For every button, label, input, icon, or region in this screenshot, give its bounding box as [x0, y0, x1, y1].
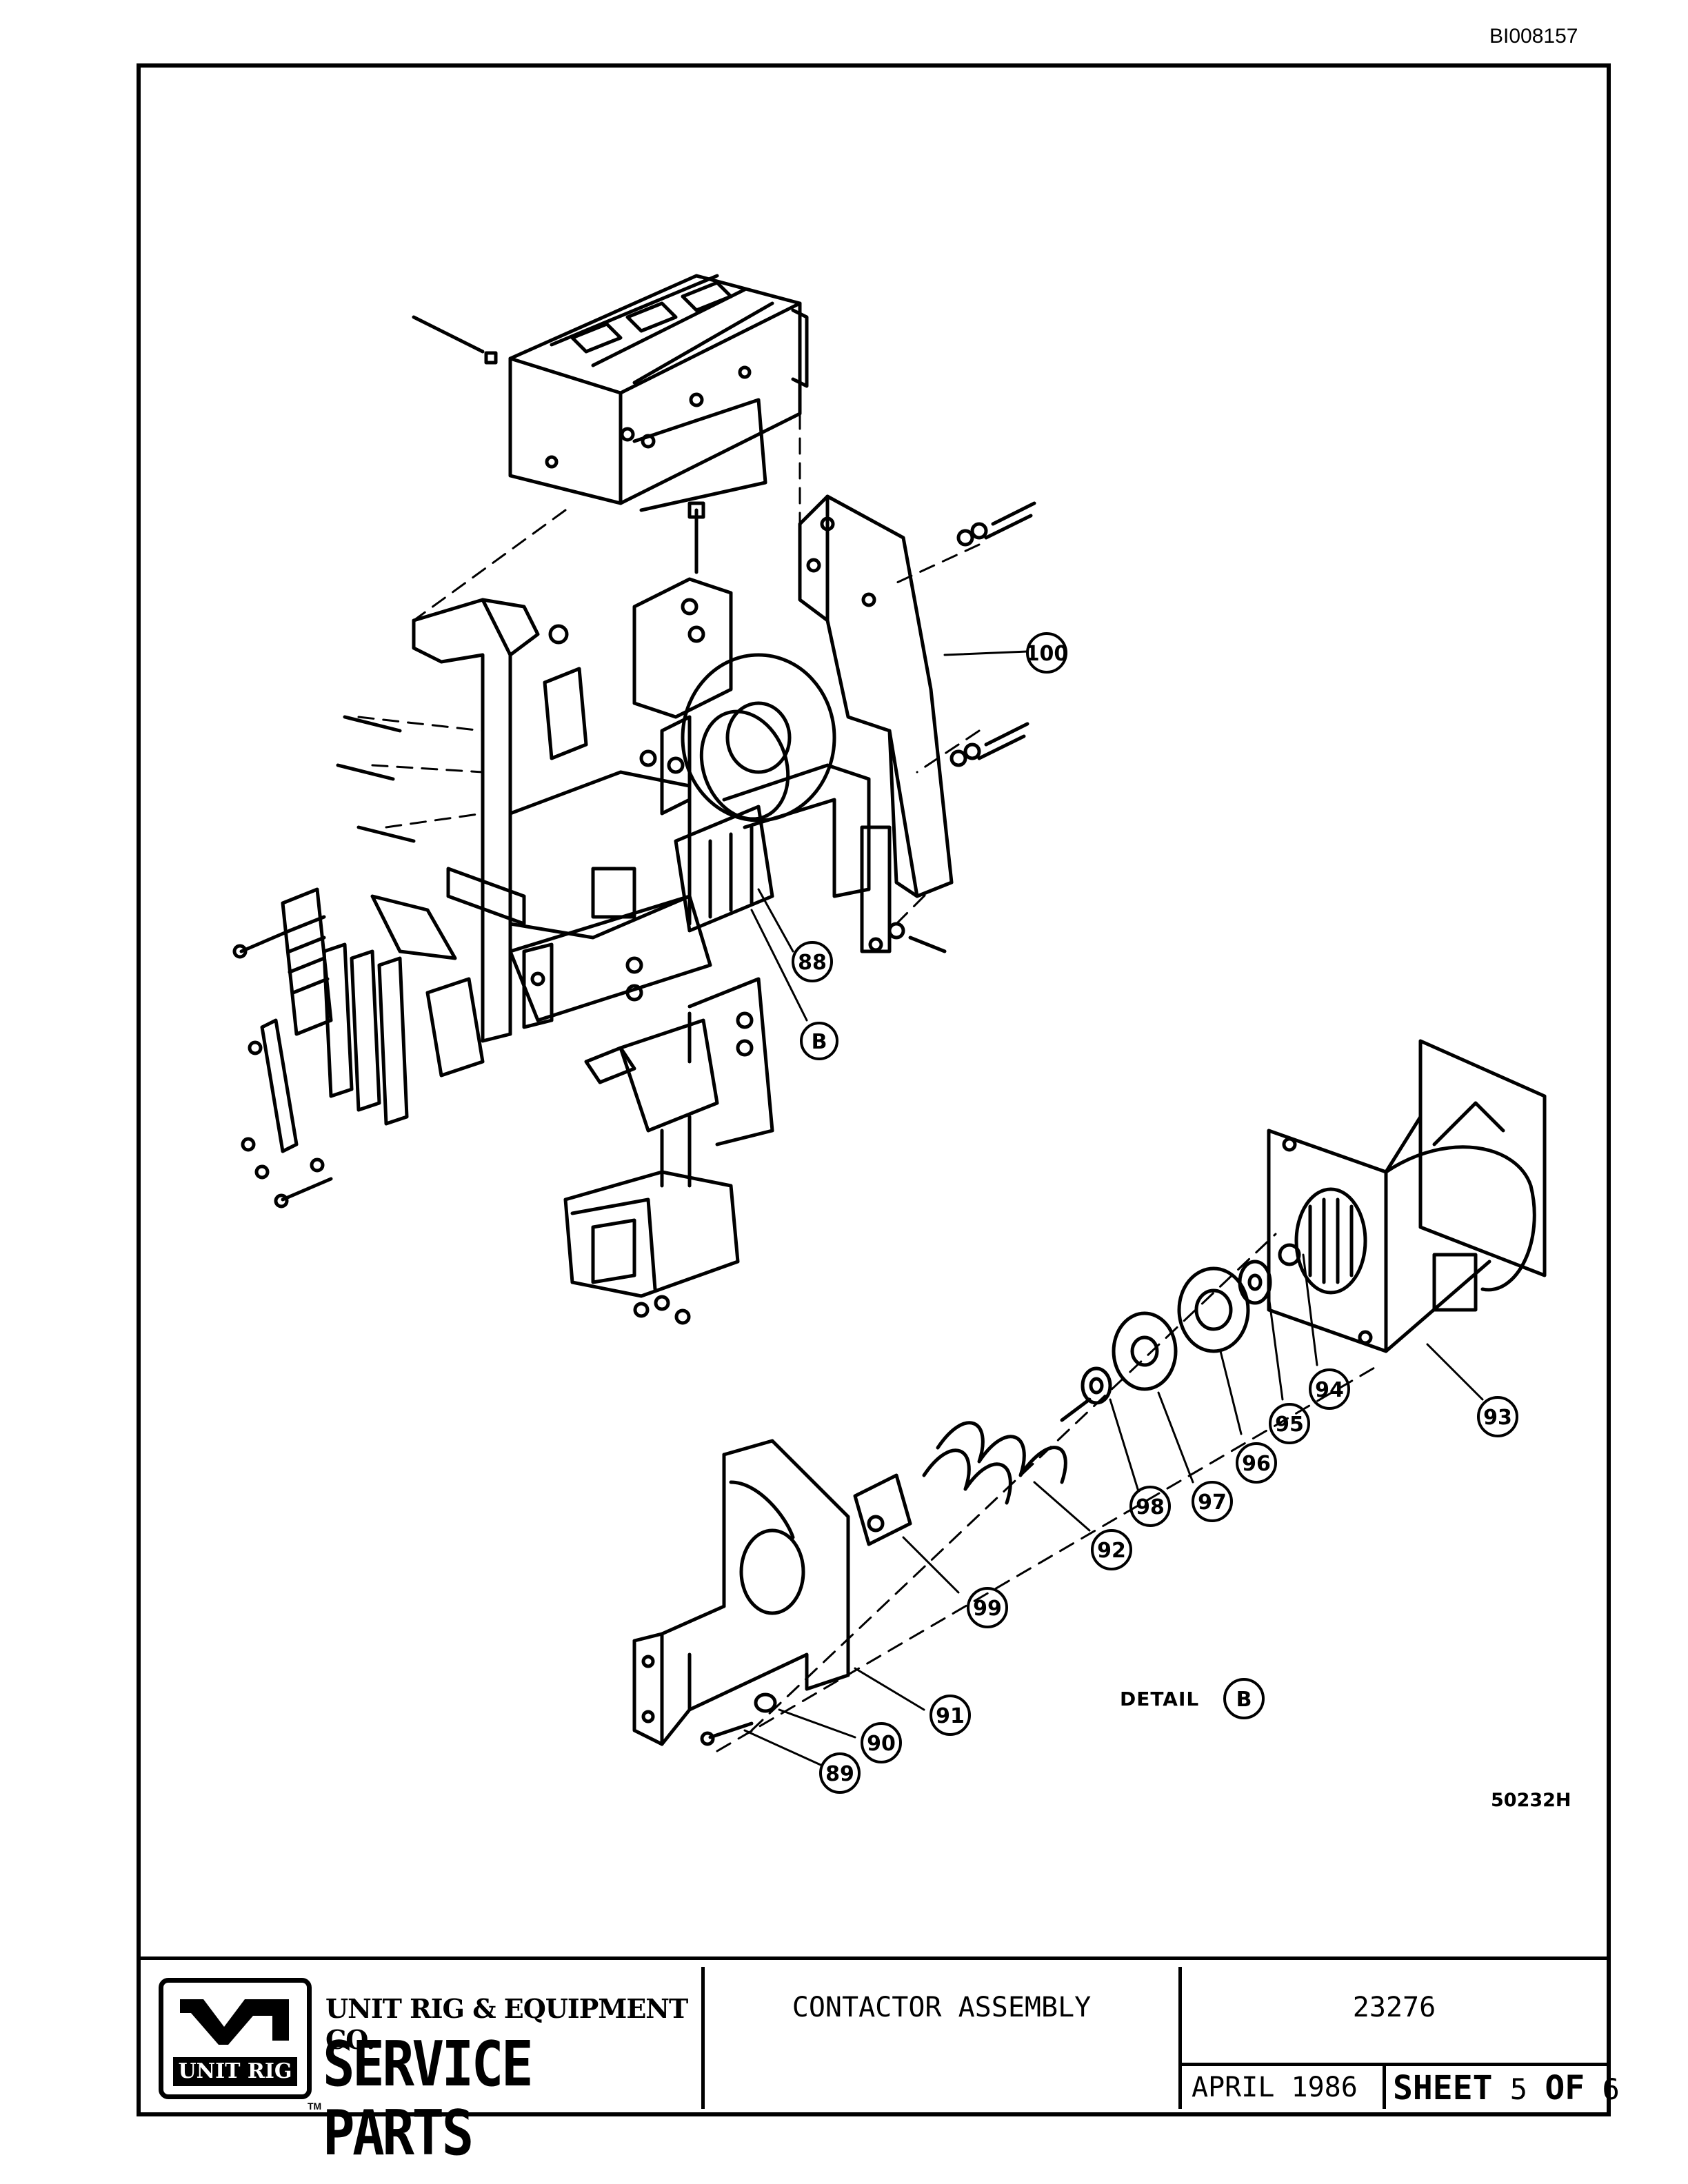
arc-chute-housing — [412, 274, 809, 512]
callout-89: 89 — [825, 1762, 854, 1786]
callout-95: 95 — [1275, 1413, 1304, 1437]
part-number: 23276 — [1352, 1992, 1436, 2023]
micro-switch — [563, 1170, 740, 1325]
company-name: UNIT RIG & EQUIPMENT CO. — [325, 1993, 688, 2055]
sheet-label: SHEET — [1393, 2069, 1493, 2107]
part-number-cell: 23276 — [1182, 1967, 1607, 2066]
callout-b-detail: B — [1236, 1688, 1252, 1712]
callout-96: 96 — [1242, 1452, 1271, 1476]
of-label: OF — [1545, 2069, 1585, 2107]
bolts-and-washers — [232, 501, 1036, 1209]
leader-lines — [743, 650, 1484, 1766]
callout-100: 100 — [1025, 642, 1069, 666]
date-cell: APRIL 1986 — [1182, 2066, 1386, 2109]
sheet-info: SHEET 5 OF 6 — [1393, 2069, 1620, 2107]
title-cell: CONTACTOR ASSEMBLY — [705, 1967, 1182, 2109]
callout-92: 92 — [1097, 1539, 1126, 1563]
alignment-lines — [357, 412, 1380, 1752]
drawing-number: 50232H — [1491, 1790, 1571, 1811]
auxiliary-contacts — [241, 887, 485, 1180]
unit-rig-logo: UNIT RIG — [159, 1978, 312, 2099]
mounting-bracket — [798, 494, 954, 953]
callout-99: 99 — [973, 1597, 1002, 1621]
callout-94: 94 — [1315, 1378, 1344, 1402]
logo-cell: UNIT RIG TM UNIT RIG & EQUIPMENT CO. SER… — [148, 1967, 705, 2168]
sheet-number: 5 — [1509, 2072, 1528, 2106]
callout-90: 90 — [867, 1732, 896, 1756]
callout-b-main: B — [812, 1030, 827, 1054]
interlock-assembly — [584, 956, 774, 1188]
callout-97: 97 — [1198, 1490, 1227, 1515]
callout-98: 98 — [1136, 1495, 1165, 1519]
armature-assembly — [632, 501, 871, 898]
service-parts-heading: SERVICE PARTS — [323, 2028, 534, 2170]
sheet-cell: SHEET 5 OF 6 — [1386, 2066, 1620, 2109]
contactor-frame — [412, 598, 712, 1043]
sheet-total: 6 — [1602, 2072, 1620, 2106]
unit-rig-logo-mark-icon — [180, 1999, 289, 2045]
detail-b-bracket — [632, 1439, 850, 1746]
assembly-title: CONTACTOR ASSEMBLY — [792, 1992, 1092, 2023]
callout-93: 93 — [1483, 1406, 1512, 1430]
drawing-frame — [137, 63, 1611, 2116]
title-block: UNIT RIG TM UNIT RIG & EQUIPMENT CO. SER… — [141, 1957, 1620, 2168]
detail-b-motor — [1267, 1039, 1547, 1353]
magnet-coil — [674, 709, 790, 933]
detail-label: DETAIL — [1120, 1688, 1200, 1710]
trademark: TM — [308, 2101, 322, 2112]
callout-bubbles — [792, 632, 1518, 1794]
issue-date: APRIL 1986 — [1192, 2072, 1358, 2103]
callout-91: 91 — [936, 1704, 965, 1728]
logo-text: UNIT RIG — [173, 2057, 297, 2086]
detail-b-spring-stack — [853, 1243, 1301, 1546]
exploded-parts-drawing: 100 88 B 93 94 95 96 97 98 92 99 91 90 8… — [232, 274, 1547, 1794]
callout-88: 88 — [798, 951, 827, 975]
document-id: BI008157 — [1489, 25, 1578, 48]
